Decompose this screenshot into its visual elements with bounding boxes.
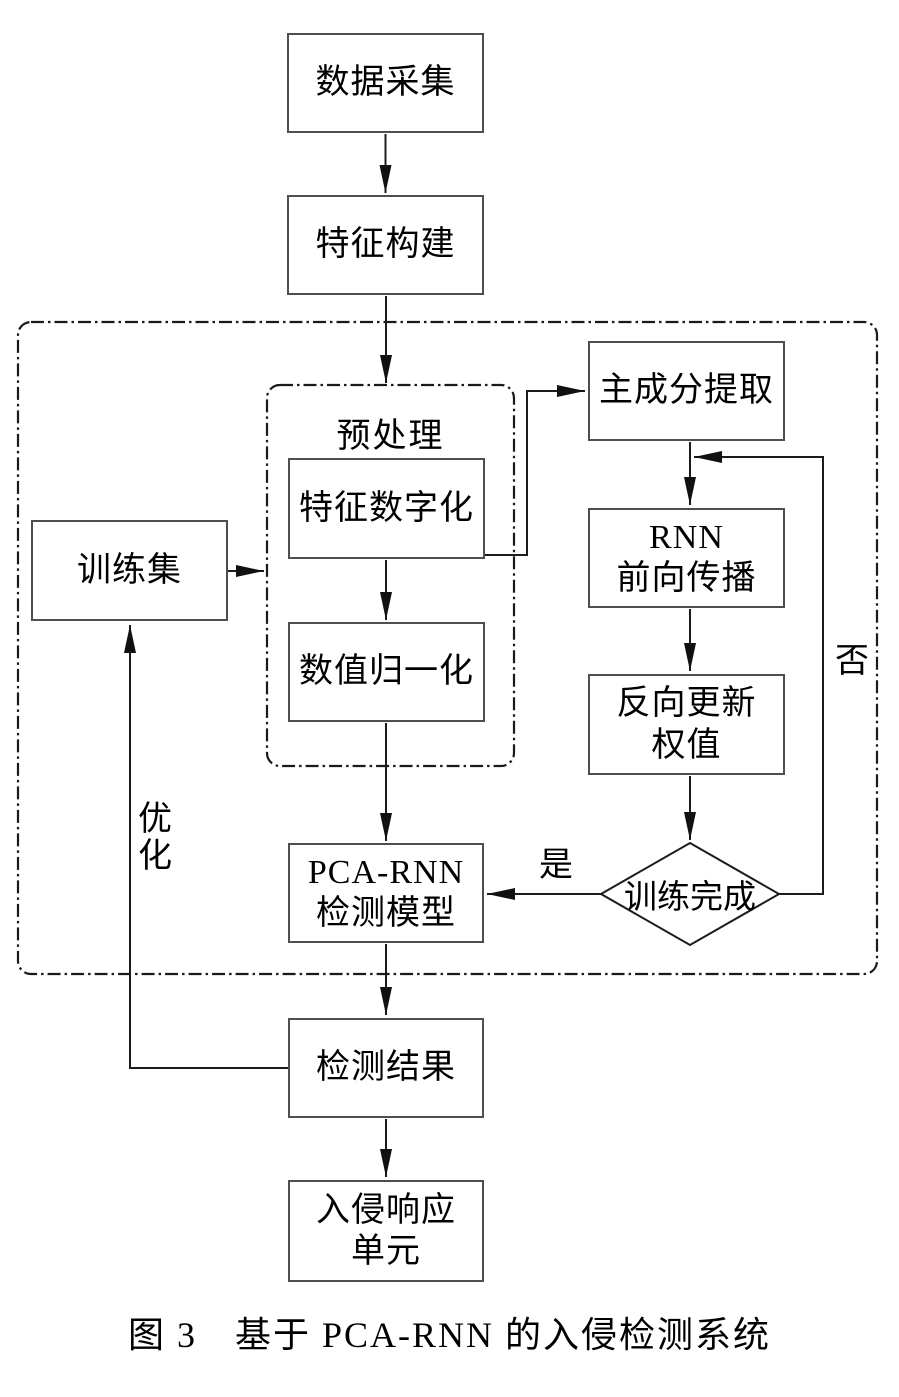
- decision-diamond-shape: [598, 841, 782, 947]
- node-intrusion-response: 入侵响应 单元: [288, 1180, 484, 1282]
- node-numeric-normalization: 数值归一化: [288, 622, 485, 722]
- node-rnn-forward: RNN 前向传播: [588, 508, 785, 608]
- node-training-complete-label: 训练完成: [624, 880, 756, 916]
- node-numeric-normalization-label: 数值归一化: [299, 653, 474, 691]
- node-feature-digitization-label: 特征数字化: [299, 489, 474, 527]
- figure-caption: 图 3 基于 PCA-RNN 的入侵检测系统: [127, 1315, 772, 1355]
- optimize-label: 优 化: [138, 800, 172, 875]
- node-detection-result-label: 检测结果: [316, 1049, 456, 1087]
- preprocessing-title: 预处理: [267, 408, 514, 457]
- node-intrusion-response-label: 入侵响应 单元: [316, 1191, 456, 1270]
- node-rnn-forward-label: RNN 前向传播: [616, 518, 757, 597]
- node-pca-extraction-label: 主成分提取: [599, 372, 774, 410]
- node-feature-construction-label: 特征构建: [315, 226, 456, 264]
- node-pca-rnn-model: PCA-RNN 检测模型: [288, 843, 484, 943]
- node-feature-digitization: 特征数字化: [288, 458, 485, 559]
- node-pca-rnn-model-label: PCA-RNN 检测模型: [307, 853, 465, 932]
- node-training-complete: 训练完成: [601, 843, 779, 945]
- node-detection-result: 检测结果: [288, 1018, 484, 1118]
- node-backward-update-label: 反向更新 权值: [616, 685, 757, 764]
- edge-detection-result-optimize-to-training-set: [124, 625, 288, 1069]
- yes-label: 是: [539, 847, 573, 885]
- training-stage-container: [16, 320, 879, 976]
- edge-preprocessing-to-pca-extraction: [485, 385, 585, 556]
- node-data-collection-label: 数据采集: [315, 64, 456, 102]
- node-training-set: 训练集: [31, 520, 228, 621]
- node-data-collection: 数据采集: [287, 33, 484, 133]
- node-training-set-label: 训练集: [77, 551, 182, 589]
- preprocessing-title-label: 预处理: [336, 418, 445, 455]
- no-label: 否: [835, 643, 869, 681]
- edge-decision-no-loop: [694, 451, 824, 895]
- node-backward-update: 反向更新 权值: [588, 674, 785, 775]
- node-feature-construction: 特征构建: [287, 195, 484, 295]
- preprocessing-container: [265, 383, 516, 768]
- node-pca-extraction: 主成分提取: [588, 341, 785, 441]
